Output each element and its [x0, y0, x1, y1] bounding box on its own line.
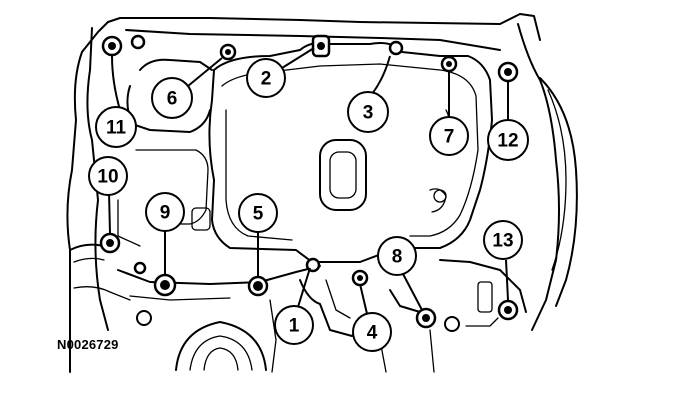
lower-structures	[269, 259, 527, 373]
drawing-id-label: N0026729	[57, 337, 119, 352]
bolt-10	[99, 232, 121, 254]
svg-text:11: 11	[106, 118, 127, 139]
callout-13: 13	[483, 220, 523, 260]
bolt-12	[497, 61, 519, 83]
svg-text:2: 2	[261, 69, 272, 90]
callout-9: 9	[145, 192, 185, 232]
callout-2: 2	[246, 58, 286, 98]
bolt-8	[415, 307, 437, 329]
engine-block-outline	[66, 13, 578, 373]
callout-1: 1	[274, 305, 314, 345]
svg-text:1: 1	[289, 316, 300, 337]
bolt-9	[153, 273, 177, 297]
bolt-7	[440, 55, 458, 73]
bolt-13	[497, 299, 519, 321]
callout-10: 10	[88, 156, 128, 196]
bolt-markers	[99, 34, 519, 329]
left-bracket-structures	[117, 58, 321, 371]
svg-text:4: 4	[367, 323, 378, 344]
callout-4: 4	[352, 312, 392, 352]
leader-lines	[108, 47, 509, 321]
callout-6: 6	[151, 77, 193, 119]
svg-text:10: 10	[97, 167, 118, 188]
callout-3: 3	[347, 91, 389, 133]
callout-11: 11	[95, 106, 137, 148]
svg-text:8: 8	[392, 247, 403, 268]
bolt-11	[101, 35, 123, 57]
bolt-6	[219, 43, 237, 61]
callout-8: 8	[377, 236, 417, 276]
bolt-2	[311, 34, 331, 58]
bolt-4	[351, 269, 369, 287]
callout-5: 5	[238, 193, 278, 233]
svg-text:9: 9	[160, 203, 171, 224]
bolt-3	[388, 40, 404, 56]
svg-text:12: 12	[497, 131, 518, 152]
bolt-5	[247, 275, 269, 297]
svg-text:7: 7	[444, 127, 455, 148]
svg-text:6: 6	[167, 89, 178, 110]
svg-text:13: 13	[492, 231, 513, 252]
callouts: 1 2 3 4 5 6 7 8	[88, 58, 529, 352]
svg-text:3: 3	[363, 103, 374, 124]
callout-12: 12	[487, 119, 529, 161]
callout-7: 7	[429, 116, 469, 156]
svg-text:5: 5	[253, 204, 264, 225]
